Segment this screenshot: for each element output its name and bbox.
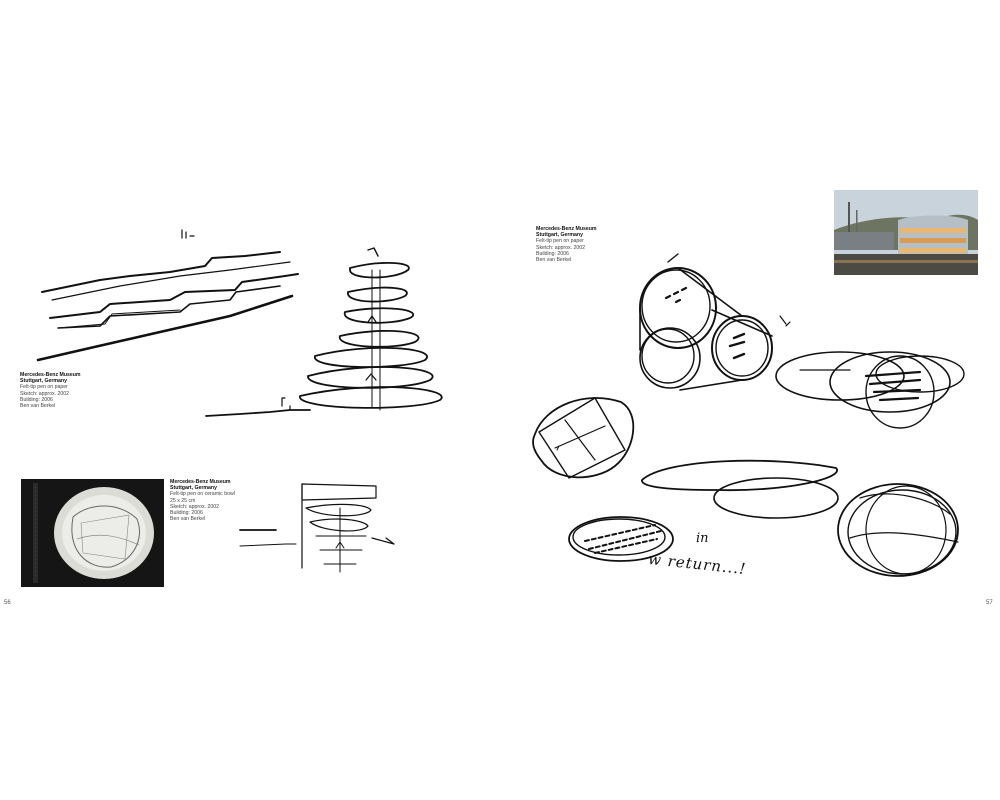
caption-bowl: Mercedes-Benz Museum Stuttgart, Germany … (170, 479, 250, 522)
page-number-left: 56 (4, 600, 11, 606)
caption-author: Ben van Berkel (536, 257, 572, 264)
caption-sketch-date: Sketch: approx. 2002 (20, 390, 70, 397)
bowl-image (33, 483, 154, 583)
caption-location: Stuttgart, Germany (170, 485, 217, 492)
caption-title: Mercedes-Benz Museum (20, 372, 81, 378)
bowl-photo (21, 479, 164, 587)
caption-title: Mercedes-Benz Museum (536, 226, 597, 232)
caption-building-date: Building: 2006 (170, 510, 203, 517)
sketch-overlapping-ovals (775, 351, 965, 429)
caption-location: Stuttgart, Germany (536, 232, 583, 239)
sketch-box-form (532, 397, 635, 479)
caption-location: Stuttgart, Germany (20, 378, 67, 385)
sketch-long-lens (641, 459, 839, 519)
caption-right-top: Mercedes-Benz Museum Stuttgart, Germany … (536, 226, 626, 263)
handwritten-note-in: in (696, 531, 709, 546)
building-photo (834, 190, 978, 275)
caption-building-date: Building: 2006 (536, 250, 569, 257)
caption-medium: Felt-tip pen on paper (536, 238, 584, 245)
caption-left-top: Mercedes-Benz Museum Stuttgart, Germany … (20, 372, 110, 409)
caption-author: Ben van Berkel (20, 403, 56, 410)
caption-building-date: Building: 2006 (20, 396, 53, 403)
caption-author: Ben van Berkel (170, 516, 206, 523)
page-number-right: 57 (986, 600, 993, 606)
sketch-disc (568, 516, 674, 562)
caption-title: Mercedes-Benz Museum (170, 479, 231, 485)
caption-dimensions: 25 x 25 cm (170, 497, 196, 504)
sketch-spiral-tower (205, 247, 443, 417)
sketch-section (239, 483, 395, 573)
sketch-sphere (837, 483, 959, 577)
caption-medium: Felt-tip pen on paper (20, 384, 68, 391)
building-image (834, 190, 978, 275)
sketch-cylinders (639, 253, 791, 391)
caption-medium: Felt-tip pen on ceramic bowl (170, 491, 235, 498)
sketch-long-lines (36, 229, 299, 362)
caption-sketch-date: Sketch: approx. 2002 (170, 503, 220, 510)
caption-sketch-date: Sketch: approx. 2002 (536, 244, 586, 251)
